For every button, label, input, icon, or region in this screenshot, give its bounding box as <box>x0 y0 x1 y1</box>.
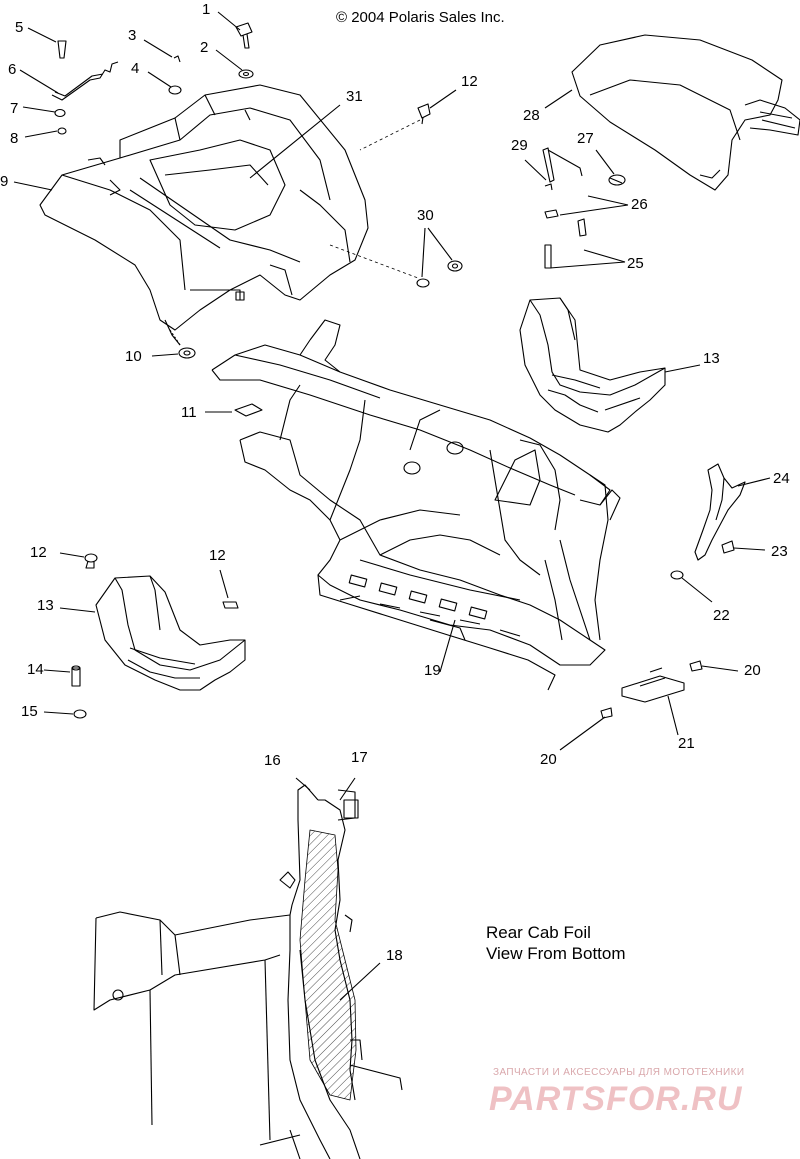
inset-caption: Rear Cab Foil View From Bottom <box>486 922 626 964</box>
callout-9: 9 <box>0 173 9 190</box>
part-1-screw <box>217 11 253 49</box>
part-15-nut <box>43 709 87 719</box>
callout-1: 1 <box>202 1 211 18</box>
inset-caption-line2: View From Bottom <box>486 944 626 963</box>
rear-cab-body <box>39 84 369 346</box>
callout-4: 4 <box>131 60 140 77</box>
callout-19: 19 <box>424 662 441 679</box>
part-10-washer <box>151 329 196 359</box>
callout-31: 31 <box>346 88 363 105</box>
part-8-washer <box>24 127 67 138</box>
callout-14: 14 <box>27 661 44 678</box>
part-11-decal <box>205 403 263 417</box>
part-29-bracket <box>524 147 583 191</box>
callout-23: 23 <box>771 543 788 560</box>
callout-5: 5 <box>15 19 24 36</box>
part-13-footwell-right <box>519 297 701 433</box>
part-26-clips <box>544 195 629 237</box>
callout-2: 2 <box>200 39 209 56</box>
part-19-frame <box>211 319 621 691</box>
callout-3: 3 <box>128 27 137 44</box>
part-5-pin <box>27 27 67 59</box>
callout-13-right: 13 <box>703 350 720 367</box>
part-20-bolt-right <box>689 660 739 672</box>
leader-9 <box>13 181 53 191</box>
part-28-seat <box>544 34 800 191</box>
callout-22: 22 <box>713 607 730 624</box>
part-25-pins <box>544 244 626 269</box>
part-30-nuts <box>329 227 463 288</box>
callout-16: 16 <box>264 752 281 769</box>
callout-30: 30 <box>417 207 434 224</box>
callout-12-top: 12 <box>461 73 478 90</box>
part-24-bracket <box>694 463 771 561</box>
inset-rear-cab-foil <box>93 777 403 1159</box>
part-2-washer <box>215 49 254 79</box>
part-23-bolt <box>721 540 766 554</box>
callout-29: 29 <box>511 137 528 154</box>
leader-31 <box>249 104 341 179</box>
inset-caption-line1: Rear Cab Foil <box>486 923 591 942</box>
callout-20-left: 20 <box>540 751 557 768</box>
callout-28: 28 <box>523 107 540 124</box>
part-12-screw-top <box>359 89 457 151</box>
callout-10: 10 <box>125 348 142 365</box>
callout-18: 18 <box>386 947 403 964</box>
callout-25: 25 <box>627 255 644 272</box>
part-13-footwell-left <box>59 575 246 691</box>
watermark-logo: PARTSFOR.RU <box>489 1080 743 1118</box>
callout-13-left: 13 <box>37 597 54 614</box>
part-12-screw-mid <box>219 569 239 609</box>
callout-12-left: 12 <box>30 544 47 561</box>
part-22-nut <box>670 570 713 603</box>
callout-24: 24 <box>773 470 790 487</box>
callout-20-right: 20 <box>744 662 761 679</box>
part-27-latch <box>595 149 626 186</box>
callout-7: 7 <box>10 100 19 117</box>
part-12-screw-left <box>59 552 98 569</box>
part-21-plate <box>621 667 685 736</box>
part-7-nut <box>22 106 66 118</box>
callout-17: 17 <box>351 749 368 766</box>
callout-26: 26 <box>631 196 648 213</box>
callout-11: 11 <box>181 404 197 421</box>
part-20-bolt-left <box>559 707 613 751</box>
callout-12-mid: 12 <box>209 547 226 564</box>
watermark-tagline: ЗАПЧАСТИ И АКСЕССУАРЫ ДЛЯ МОТОТЕХНИКИ <box>493 1067 745 1078</box>
callout-27: 27 <box>577 130 594 147</box>
part-3-clip <box>143 39 181 63</box>
callout-15: 15 <box>21 703 38 720</box>
part-4-washer <box>147 71 182 95</box>
callout-21: 21 <box>678 735 695 752</box>
copyright-notice: © 2004 Polaris Sales Inc. <box>336 9 505 26</box>
callout-8: 8 <box>10 130 19 147</box>
callout-6: 6 <box>8 61 17 78</box>
part-14-pin <box>43 665 81 687</box>
part-6-bracket <box>19 61 119 101</box>
